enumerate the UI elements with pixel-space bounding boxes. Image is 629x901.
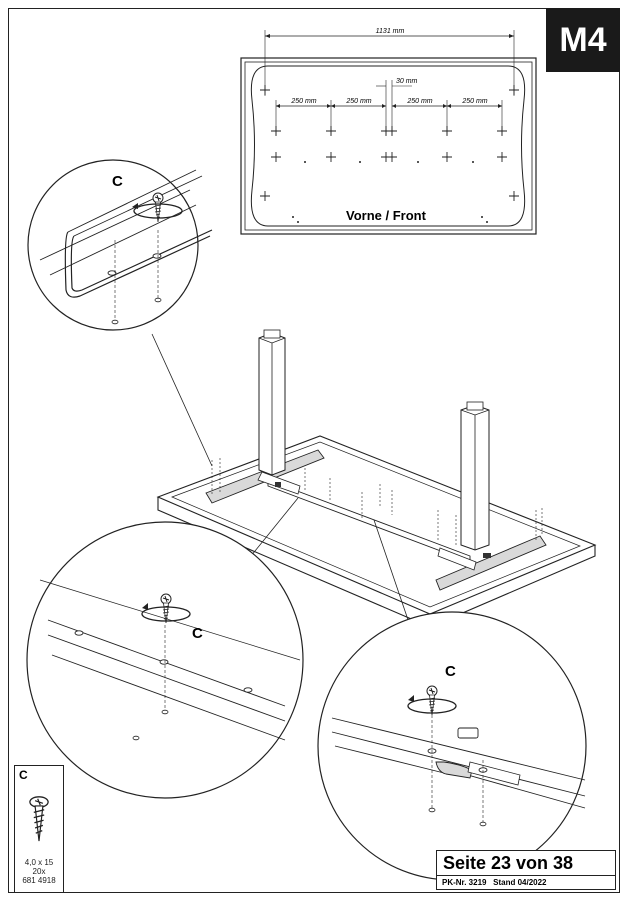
parts-size: 4,0 x 15 [24,858,54,867]
doc-number: PK-Nr. 3219 [442,878,487,887]
parts-quantity: 20x [32,867,46,877]
callout-top-left-letter: C [112,173,123,190]
parts-list-box: C 4,0 x 15 20x 681 4918 [14,765,64,893]
front-label: Vorne / Front [346,208,427,223]
callout-bottom-left-letter: C [192,625,203,642]
table-assembly [156,329,597,628]
dim-total-label: 1131 mm [376,28,405,35]
callout-top-left: C [27,159,213,331]
leader-line-top-left [151,333,213,467]
parts-letter: C [19,768,28,782]
dim-right-inner-label: 250 mm [406,98,432,105]
dim-left-outer-label: 250 mm [290,98,316,105]
parts-article-number: 681 4918 [22,876,56,886]
page-footer: Seite 23 von 38 PK-Nr. 3219 Stand 04/202… [436,850,616,890]
dim-center-label: 30 mm [396,78,418,85]
callout-bottom-left: C [26,521,304,799]
page-number: Seite 23 von 38 [443,853,574,873]
document-info: PK-Nr. 3219 Stand 04/2022 [437,875,615,889]
dim-left-inner-label: 250 mm [345,98,371,105]
callout-bottom-right-letter: C [445,663,456,680]
callout-bottom-right: C [317,611,587,881]
dim-right-outer-label: 250 mm [461,98,487,105]
step-badge: M4 [546,8,620,72]
doc-version: Stand 04/2022 [493,878,547,887]
screw-icon [29,796,49,842]
page-frame [8,8,620,893]
top-view-plan: 1131 mm 30 mm 250 mm 250 mm 250 mm 250 m… [240,28,537,235]
